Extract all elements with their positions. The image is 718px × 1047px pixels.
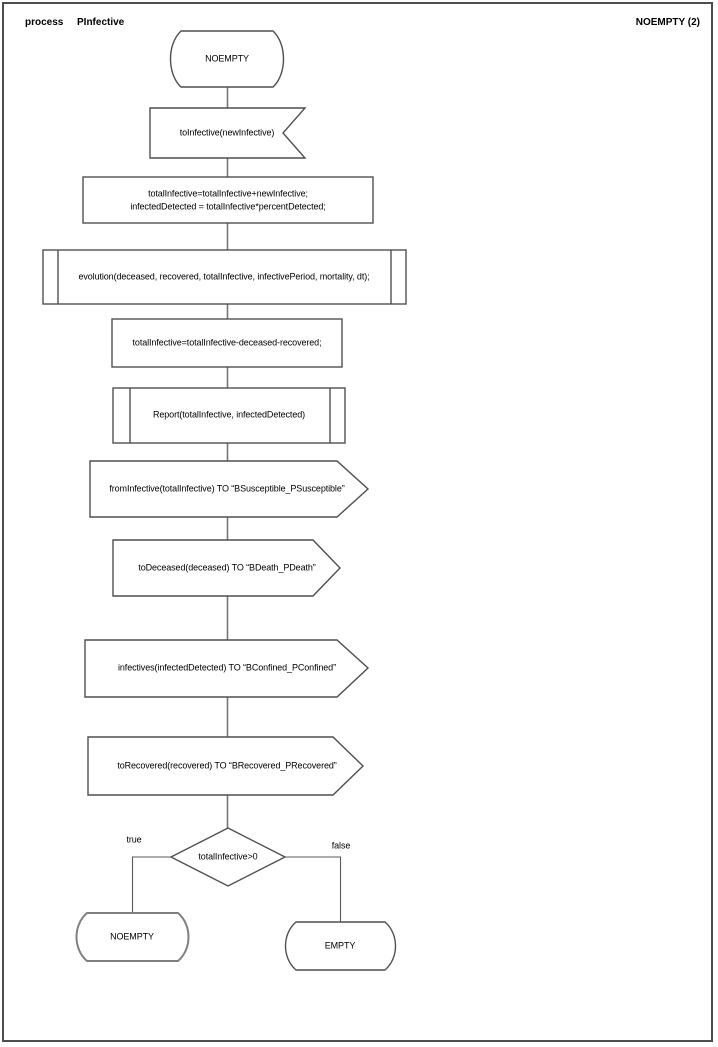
false-branch-connector	[285, 856, 342, 922]
task-assign1-shape[interactable]	[82, 176, 374, 224]
decision-condition-label: totalInfective>0	[198, 851, 258, 862]
output-death-shape[interactable]	[112, 539, 341, 597]
input-signal-label: toInfective(newInfective)	[179, 127, 275, 138]
next-state-empty-shape[interactable]	[284, 921, 397, 971]
output-susceptible-label: fromInfective(totalInfective) TO “BSusce…	[109, 483, 345, 494]
next-state-noempty-shape[interactable]	[75, 912, 190, 962]
task-assign1-line2: infectedDetected = totalInfective*percen…	[130, 201, 326, 212]
task-assign2-label: totalInfective=totalInfective-deceased-r…	[132, 337, 322, 348]
task-assign2-shape[interactable]	[111, 318, 343, 368]
next-state-empty-label: EMPTY	[324, 940, 356, 951]
next-state-noempty-label: NOEMPTY	[110, 931, 154, 942]
start-state-shape[interactable]	[169, 30, 285, 88]
procedure-evolution-label: evolution(deceased, recovered, totalInfe…	[78, 271, 370, 282]
output-confined-label: infectives(infectedDetected) TO “BConfin…	[118, 662, 336, 673]
output-confined-shape[interactable]	[84, 639, 370, 698]
output-recovered-shape[interactable]	[87, 736, 365, 796]
header-process-name: PInfective	[77, 17, 125, 28]
header-kind-label: process	[25, 17, 64, 28]
output-death-label: toDeceased(deceased) TO “BDeath_PDeath”	[138, 562, 316, 573]
input-signal-shape[interactable]	[149, 107, 307, 159]
procedure-report-shape[interactable]	[112, 387, 346, 444]
decision-shape[interactable]	[169, 827, 287, 887]
header-page-ref: NOEMPTY (2)	[635, 17, 700, 28]
true-branch-connector	[131, 856, 171, 913]
output-susceptible-shape[interactable]	[89, 460, 370, 518]
false-branch-label: false	[331, 840, 351, 851]
output-recovered-label: toRecovered(recovered) TO “BRecovered_PR…	[117, 760, 337, 771]
true-branch-label: true	[126, 834, 142, 845]
procedure-report-label: Report(totalInfective, infectedDetected)	[152, 409, 306, 420]
task-assign1-line1: totalInfective=totalInfective+newInfecti…	[148, 188, 308, 199]
procedure-evolution-shape[interactable]	[42, 249, 407, 305]
start-state-label: NOEMPTY	[205, 53, 249, 64]
